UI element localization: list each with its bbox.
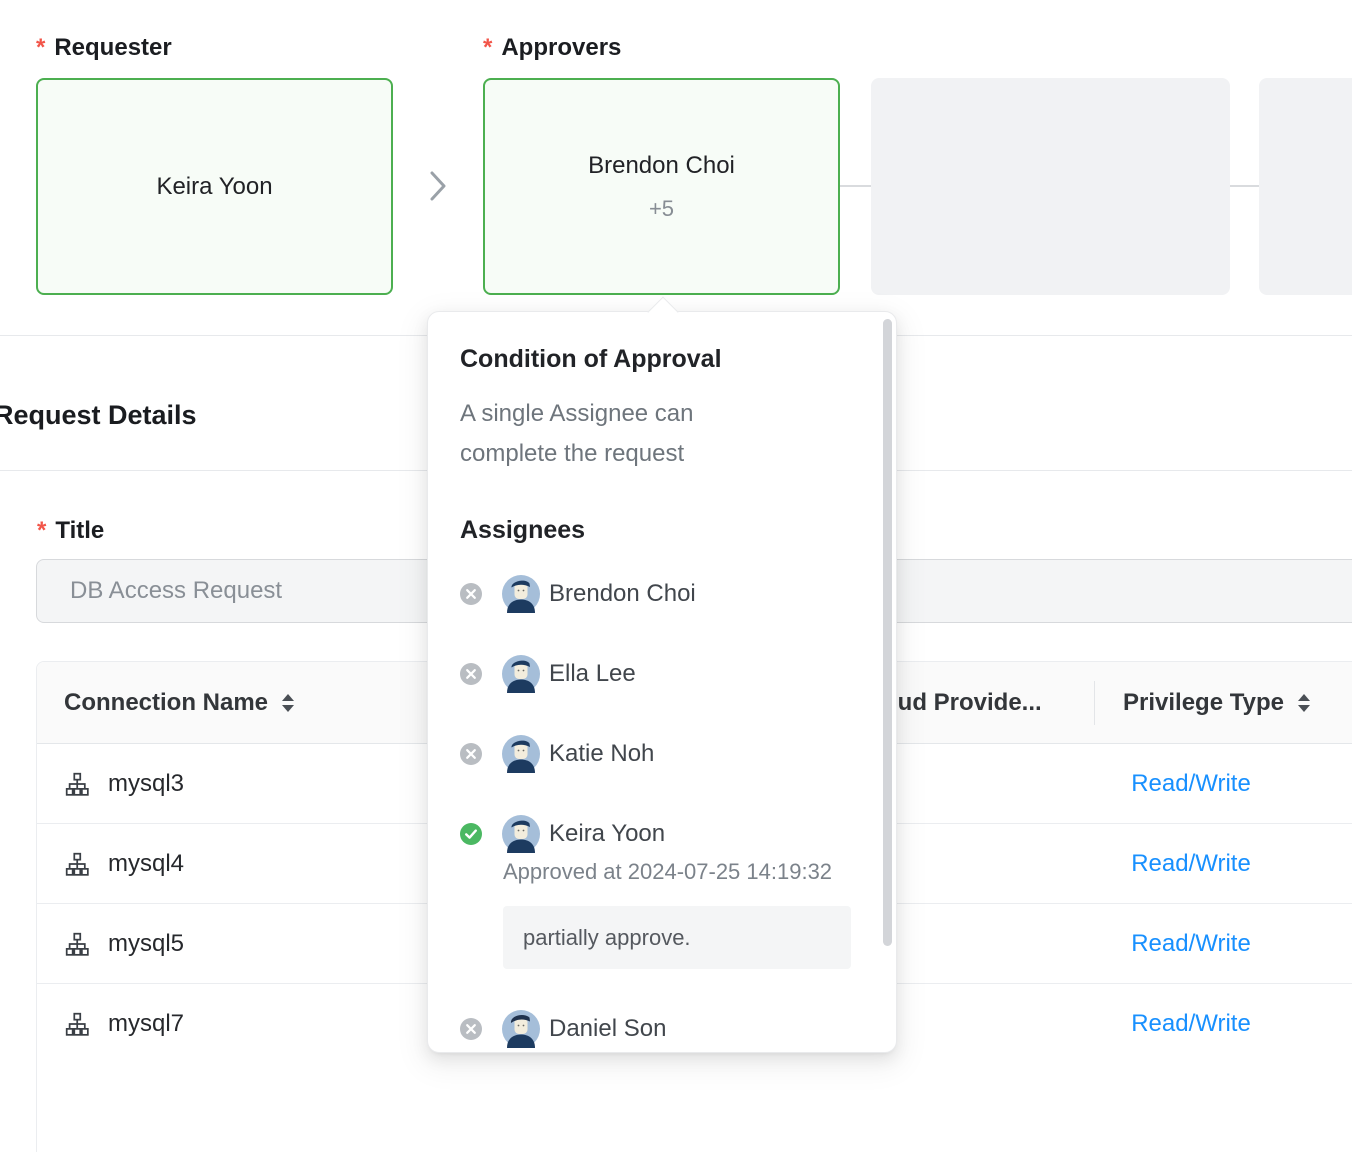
remove-assignee-button[interactable] — [460, 663, 482, 685]
title-label-text: Title — [55, 517, 105, 544]
apartment-icon — [65, 1012, 89, 1036]
assignee-name: Brendon Choi — [549, 580, 696, 607]
assignee-row: Daniel Son — [460, 1005, 666, 1053]
x-circle-icon — [460, 663, 482, 685]
approved-timestamp: Approved at 2024-07-25 14:19:32 — [503, 859, 833, 884]
approvers-label: * Approvers — [483, 34, 621, 62]
connection-name: mysql3 — [108, 769, 185, 797]
assignee-name: Daniel Son — [549, 1015, 667, 1042]
request-details-heading: Request Details — [0, 400, 197, 430]
assignees-title: Assignees — [460, 516, 586, 544]
apartment-icon — [65, 772, 89, 796]
avatar — [502, 735, 540, 773]
chevron-right-icon — [430, 171, 446, 201]
x-circle-icon — [460, 1018, 482, 1040]
popover-arrow — [647, 296, 679, 328]
connection-name: mysql4 — [108, 849, 185, 877]
assignee-name: Keira Yoon — [549, 820, 666, 847]
assignee-row: Brendon Choi — [460, 570, 696, 618]
workflow-connector — [840, 185, 871, 187]
apartment-icon — [65, 852, 89, 876]
approval-comment-box: partially approve. — [503, 906, 851, 969]
workflow-step-requester[interactable]: Keira Yoon — [36, 78, 393, 295]
remove-assignee-button[interactable] — [460, 743, 482, 765]
condition-title: Condition of Approval — [460, 345, 722, 373]
privilege-link[interactable]: Read/Write — [1131, 929, 1251, 957]
remove-assignee-button[interactable] — [460, 1018, 482, 1040]
workflow-step-approvers[interactable]: Brendon Choi +5 — [483, 78, 840, 295]
approver-extra-count: +5 — [648, 195, 675, 221]
privilege-link[interactable]: Read/Write — [1131, 769, 1251, 797]
workflow-step-placeholder-2[interactable] — [1259, 78, 1352, 295]
workflow-connector — [1230, 185, 1259, 187]
check-circle-icon — [460, 823, 482, 845]
requester-name: Keira Yoon — [156, 172, 273, 200]
required-asterisk: * — [483, 34, 493, 61]
approval-comment-text: partially approve. — [523, 924, 691, 950]
privilege-link[interactable]: Read/Write — [1131, 1010, 1251, 1037]
requester-label-text: Requester — [54, 34, 172, 61]
assignee-row: Ella Lee — [460, 650, 636, 698]
privilege-header-label: Privilege Type — [1123, 689, 1284, 716]
workflow-step-placeholder-1[interactable] — [871, 78, 1230, 295]
title-label: * Title — [37, 517, 104, 545]
column-separator — [1094, 681, 1095, 725]
table-row: mysql7 Read/Write — [37, 984, 1352, 1064]
approvers-label-text: Approvers — [501, 34, 622, 61]
column-header-connection-name[interactable]: Connection Name — [64, 662, 296, 744]
avatar — [502, 575, 540, 613]
assignee-row: Keira Yoon — [460, 810, 665, 858]
approval-condition-popover: Condition of Approval A single Assignee … — [427, 296, 897, 1053]
requester-label: * Requester — [36, 34, 172, 62]
approved-status — [460, 823, 482, 845]
sorter-icon — [282, 694, 295, 712]
connection-name: mysql7 — [108, 1010, 185, 1037]
apartment-icon — [65, 932, 89, 956]
privilege-link[interactable]: Read/Write — [1131, 849, 1251, 877]
avatar — [502, 655, 540, 693]
required-asterisk: * — [37, 517, 47, 544]
connection-header-label: Connection Name — [64, 689, 269, 716]
column-header-privilege-type[interactable]: Privilege Type — [1123, 662, 1312, 744]
sorter-icon — [1297, 694, 1310, 712]
avatar — [502, 1010, 540, 1048]
required-asterisk: * — [36, 34, 46, 61]
avatar — [502, 815, 540, 853]
assignee-row: Katie Noh — [460, 730, 654, 778]
connection-name: mysql5 — [108, 929, 185, 957]
approver-name: Brendon Choi — [588, 151, 735, 179]
x-circle-icon — [460, 743, 482, 765]
popover-scrollbar-thumb[interactable] — [883, 319, 892, 946]
condition-description: A single Assignee can complete the reque… — [460, 400, 694, 467]
assignee-name: Ella Lee — [549, 660, 636, 687]
assignee-name: Katie Noh — [549, 740, 655, 767]
remove-assignee-button[interactable] — [460, 583, 482, 605]
x-circle-icon — [460, 583, 482, 605]
